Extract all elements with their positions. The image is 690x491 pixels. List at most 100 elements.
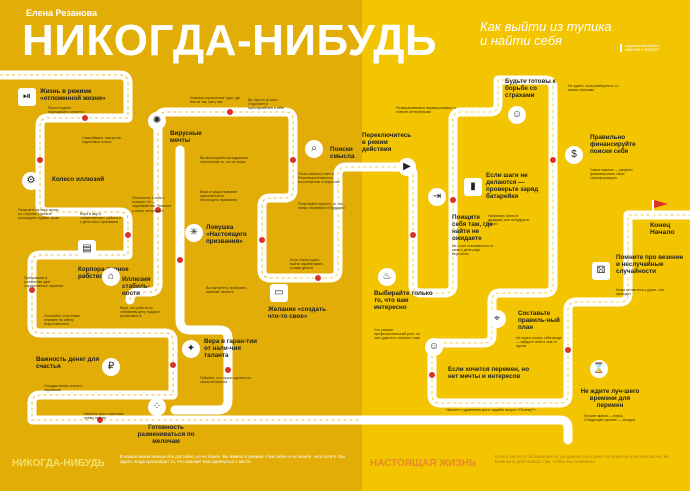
note: Просто ждали подходящего момента bbox=[48, 106, 85, 115]
footer-right-text: Если у вас есть большая мечта, вы двигае… bbox=[495, 454, 670, 464]
stop-label-vera: Вера в гаран-тии от нали-чия таланта bbox=[204, 338, 257, 359]
stop-label-gotovnost: Готовность размениваться по мелочам bbox=[137, 424, 195, 445]
note: Вы многократно вкладываете стремления то… bbox=[200, 156, 249, 165]
note: Это ускорит профессиональный рост, но за… bbox=[374, 328, 421, 341]
fire-icon: ♨ bbox=[378, 268, 396, 286]
note: Самое важное — разумно финансировать сво… bbox=[590, 168, 633, 181]
finish-label: Конец Начало bbox=[650, 222, 690, 236]
stop-label-poishchite: Поищите себя там, где найти не ожидаете bbox=[452, 214, 493, 242]
stop-sign-icon bbox=[169, 361, 177, 369]
note: Например, всего в двадцать или полудруги… bbox=[488, 214, 530, 227]
note: Вы просто устали. Отдохните и прислушайт… bbox=[248, 98, 285, 111]
stop-label-illyuziya: Иллюзия стабиль-ности bbox=[122, 276, 151, 297]
stop-sign-icon bbox=[289, 156, 297, 164]
stop-sign-icon bbox=[314, 274, 322, 282]
stop-label-esli-shagi: Если шаги не делаются — проверьте заряд … bbox=[486, 172, 539, 200]
virus-icon: ✺ bbox=[148, 112, 166, 130]
stop-sign-icon bbox=[28, 286, 36, 294]
stop-sign-icon bbox=[564, 346, 572, 354]
author-name: Елена Резанова bbox=[26, 8, 98, 18]
note: Поймите, что нужно сделать из своих инте… bbox=[200, 376, 251, 385]
note: Когда готовитесь к удаче, она приходит bbox=[616, 288, 665, 297]
note: Сначала стремление туда, где все не так,… bbox=[190, 96, 240, 105]
play-pause-icon: ⏯ bbox=[18, 88, 36, 106]
page-subtitle: Как выйти из тупика и найти себя bbox=[480, 19, 612, 48]
stop-label-pomnite: Помните про везение и неслучайные случай… bbox=[616, 254, 684, 275]
stop-sign-icon bbox=[124, 231, 132, 239]
road-left-centerline bbox=[0, 74, 360, 421]
note: Не ждите, пока разберетесь со всеми стра… bbox=[568, 84, 619, 93]
stop-label-ne-zhdite: Не ждите луч-шего времени для перемен bbox=[580, 388, 640, 409]
map-icon: ⌖ bbox=[488, 310, 506, 328]
wheel-icon: ⚙ bbox=[22, 172, 40, 190]
road-vertical bbox=[170, 145, 233, 415]
note: Самообмана: завтра же, подготовка только bbox=[82, 136, 122, 145]
stop-sign-icon bbox=[449, 196, 457, 204]
stop-label-zhelanie: Желание «создать что-то свое» bbox=[268, 306, 326, 320]
road-middle-centerline bbox=[129, 111, 300, 301]
footer-left-text: В нашей жизни вечные все достойно, но не… bbox=[120, 454, 345, 464]
chair-icon: ⌂ bbox=[102, 268, 120, 286]
stop-label-vazhnost: Важность денег для счастья bbox=[36, 356, 100, 370]
stop-sign-icon bbox=[36, 156, 44, 164]
stop-label-budte: Будьте готовы к борьбе со страхами bbox=[505, 78, 556, 99]
stop-label-lovushka: Ловушка «Настоящего призвания» bbox=[206, 224, 247, 245]
note: Вера в мир и «пожизненное» работы и с де… bbox=[80, 212, 122, 225]
page-title: НИКОГДА-НИБУДЬ bbox=[22, 16, 438, 65]
talent-icon: ✦ bbox=[182, 340, 200, 358]
stop-label-vybirayte: Выбирайте только то, что вам интересно bbox=[374, 290, 433, 311]
finish-line-end: Конец bbox=[650, 222, 671, 229]
stop-sign-icon bbox=[96, 416, 104, 424]
stop-sign-icon bbox=[176, 256, 184, 264]
note: Лучшее время — вчера. Следующее лучшее —… bbox=[584, 414, 635, 423]
note: Попробуйте принять то, что новых начинан… bbox=[298, 202, 345, 211]
stop-label-sostavte: Составьте правиль-ный план bbox=[518, 310, 560, 331]
stop-label-pravilno: Правильно финансируйте поиски себя bbox=[590, 134, 636, 155]
toolbox-icon: ▭ bbox=[270, 284, 288, 302]
note: Вера, что работа по любимому делу подари… bbox=[120, 306, 161, 319]
note: Пребывание в коллективе дает определенны… bbox=[24, 276, 64, 289]
note: Вы пытаетесь пробовать наличие таланта bbox=[206, 286, 247, 295]
note: Разворачиваемся первым рывком, и станьте… bbox=[396, 106, 456, 115]
stop-label-esli-hochetsya: Если хочется перемен, но нет мечты и инт… bbox=[448, 366, 530, 380]
stop-label-virusnye: Вирусные мечты bbox=[170, 130, 202, 144]
footer-right-title: НАСТОЯЩАЯ ЖИЗНЬ bbox=[370, 458, 477, 469]
web-icon: ✳ bbox=[185, 224, 203, 242]
money-icon: ₽ bbox=[102, 358, 120, 376]
thinker-icon: ☺ bbox=[425, 338, 443, 356]
battery-icon: ▮ bbox=[464, 178, 482, 196]
stop-sign-icon bbox=[81, 114, 89, 122]
hourglass-icon: ⌛ bbox=[590, 360, 608, 378]
finish-line-start: Начало bbox=[650, 229, 675, 236]
note: Вера в существование единственного насто… bbox=[200, 190, 237, 203]
note: Поиск смысла тонет в благотворительности… bbox=[298, 172, 340, 185]
finish-flag-icon bbox=[652, 200, 654, 218]
note: Осознайте отсутствие перемен на смену ис… bbox=[44, 314, 80, 327]
note: Отождествлять иначе и хорошими bbox=[44, 384, 83, 393]
note: Отнеситесь к себе с позиции «И — поднима… bbox=[132, 196, 172, 213]
publisher-logo: издательство МАНН, ИВАНОВ И ФЕРБЕР bbox=[620, 44, 674, 52]
footer-left-title: НИКОГДА-НИБУДЬ bbox=[12, 458, 105, 469]
finish-flag-cloth bbox=[654, 200, 668, 208]
note: Если очень нужно выйти зарабатывать и са… bbox=[290, 258, 324, 271]
stop-label-pereklyuchites: Переключитесь в режим действия bbox=[362, 132, 412, 153]
smile-icon: ☺ bbox=[508, 106, 526, 124]
play-icon: ▶ bbox=[398, 158, 416, 176]
stop-sign-icon bbox=[549, 156, 557, 164]
stop-label-koleso: Колесо иллюзий bbox=[52, 176, 105, 183]
search-icon: ⌕ bbox=[305, 140, 323, 158]
dice-icon: ⚄ bbox=[592, 262, 610, 280]
note: Начните жить счастливо прямо сейчас bbox=[84, 412, 124, 421]
dots-icon: ⁘ bbox=[148, 398, 166, 416]
signpost-icon: ⇥ bbox=[428, 188, 446, 206]
stop-sign-icon bbox=[226, 108, 234, 116]
briefcase-icon: ▤ bbox=[78, 240, 96, 258]
stop-sign-icon bbox=[258, 236, 266, 244]
stop-sign-icon bbox=[409, 231, 417, 239]
stop-label-korporativnoe: Корпора-тивное рабство bbox=[78, 266, 129, 280]
stop-sign-icon bbox=[224, 366, 232, 374]
road-lower-right bbox=[355, 415, 573, 445]
stop-label-otlozhennaya: Жизнь в режиме «отложенной жизни» bbox=[40, 88, 106, 102]
note: Полагаете за свое жизнь со стороны. Начн… bbox=[18, 208, 60, 221]
stop-sign-icon bbox=[428, 371, 436, 379]
